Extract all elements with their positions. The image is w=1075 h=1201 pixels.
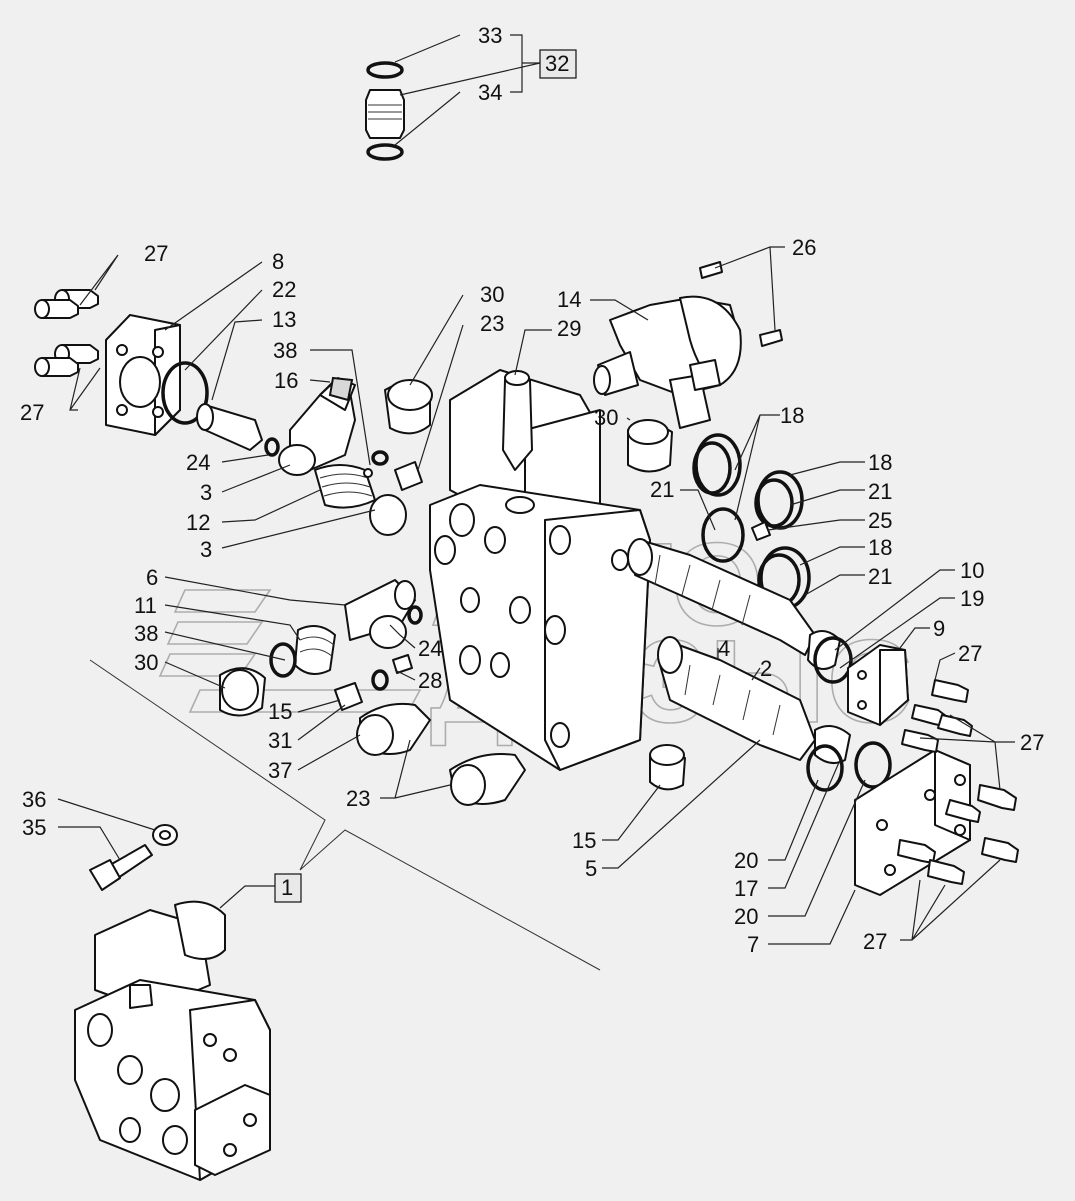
seal-3b xyxy=(369,494,407,536)
plug-25 xyxy=(751,521,771,541)
callout-27: 27 xyxy=(144,241,168,266)
bolt-35-washer-36 xyxy=(89,824,178,891)
callout-26: 26 xyxy=(792,235,816,260)
callout-20: 20 xyxy=(734,904,758,929)
callout-27: 27 xyxy=(1020,730,1044,755)
callout-24: 24 xyxy=(418,636,442,661)
callout-2: 2 xyxy=(760,656,772,681)
o-ring-22 xyxy=(161,361,209,425)
callout-21: 21 xyxy=(650,477,674,502)
union-fitting-icon xyxy=(365,89,405,139)
callout-21: 21 xyxy=(868,479,892,504)
callout-18: 18 xyxy=(868,450,892,475)
callout-22: 22 xyxy=(272,277,296,302)
callout-box-1 xyxy=(274,873,302,903)
leader-lines xyxy=(57,34,1015,945)
seal-3 xyxy=(278,444,316,476)
callout-30: 30 xyxy=(480,282,504,307)
callout-box-32 xyxy=(539,49,577,79)
callout-24: 24 xyxy=(186,450,210,475)
callout-29: 29 xyxy=(557,316,581,341)
plug-15-left xyxy=(334,682,363,711)
screw-26-a xyxy=(699,261,723,279)
callout-31: 31 xyxy=(268,728,292,753)
assembled-valve-unit-1 xyxy=(74,900,271,1181)
callout-32: 32 xyxy=(545,51,569,76)
callout-4: 4 xyxy=(718,636,730,661)
spring-17 xyxy=(814,725,851,765)
callout-30: 30 xyxy=(134,650,158,675)
callout-7: 7 xyxy=(747,932,759,957)
cap-screws-27-left xyxy=(34,289,99,377)
fitting-assembly-32 xyxy=(365,61,405,161)
callout-11: 11 xyxy=(134,593,157,618)
callout-15: 15 xyxy=(268,699,292,724)
callout-19: 19 xyxy=(960,586,984,611)
callout-33: 33 xyxy=(478,23,502,48)
callout-21: 21 xyxy=(868,564,892,589)
cap-screws-27-right xyxy=(897,679,1019,885)
callout-27: 27 xyxy=(863,929,887,954)
callout-14: 14 xyxy=(557,287,581,312)
callout-37: 37 xyxy=(268,758,292,783)
callout-17: 17 xyxy=(734,876,758,901)
callout-18: 18 xyxy=(868,535,892,560)
callout-3: 3 xyxy=(200,537,212,562)
callout-5: 5 xyxy=(585,856,597,881)
callout-13: 13 xyxy=(272,307,296,332)
callout-10: 10 xyxy=(960,558,984,583)
solenoid-valve-16 xyxy=(196,376,407,536)
callout-15: 15 xyxy=(572,828,596,853)
o-ring-34 xyxy=(366,143,404,161)
plug-23-upper xyxy=(394,461,423,491)
callout-38: 38 xyxy=(134,621,158,646)
callout-27: 27 xyxy=(20,400,44,425)
callout-28: 28 xyxy=(418,668,442,693)
guide-lines xyxy=(89,659,601,971)
callout-12: 12 xyxy=(186,510,210,535)
callout-23: 23 xyxy=(346,786,370,811)
callout-1: 1 xyxy=(281,875,293,900)
plug-30-upper xyxy=(384,379,433,491)
callout-16: 16 xyxy=(274,368,298,393)
callout-38: 38 xyxy=(273,338,297,363)
spring-11 xyxy=(294,625,336,675)
callout-36: 36 xyxy=(22,787,46,812)
callout-labels: 33 32 34 27 8 22 13 27 38 16 30 23 29 14… xyxy=(20,23,1044,957)
flange-cover-8 xyxy=(105,314,209,436)
screw-26-b xyxy=(759,329,783,347)
solenoid-valve-14 xyxy=(593,261,783,429)
flange-cover-9 xyxy=(847,644,909,726)
main-valve-block xyxy=(429,369,651,771)
o-ring-33 xyxy=(366,61,404,79)
left-small-parts xyxy=(219,579,686,806)
callout-23: 23 xyxy=(480,311,504,336)
callout-27: 27 xyxy=(958,641,982,666)
callout-35: 35 xyxy=(22,815,46,840)
pressure-valve-29 xyxy=(502,379,533,471)
plug-30-mid xyxy=(627,419,673,473)
spool-assembly-right xyxy=(627,538,892,792)
callout-30: 30 xyxy=(594,405,618,430)
callout-25: 25 xyxy=(868,508,892,533)
callout-3: 3 xyxy=(200,480,212,505)
callout-18: 18 xyxy=(780,403,804,428)
callout-34: 34 xyxy=(478,80,502,105)
callout-9: 9 xyxy=(933,616,945,641)
callout-8: 8 xyxy=(272,249,284,274)
spool-13 xyxy=(204,404,263,451)
callout-6: 6 xyxy=(146,565,158,590)
callout-20: 20 xyxy=(734,848,758,873)
